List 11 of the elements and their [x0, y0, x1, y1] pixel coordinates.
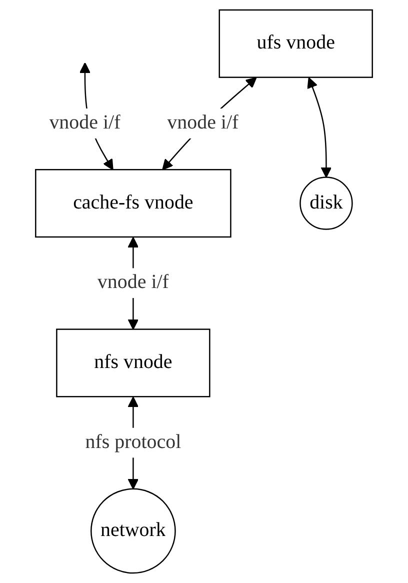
- arrow: [162, 77, 257, 170]
- arrow: [307, 77, 332, 178]
- edge-label: nfs protocol: [85, 432, 182, 453]
- node-box: cache-fs vnode: [35, 169, 232, 238]
- edge-label: vnode i/f: [97, 272, 169, 294]
- node-box: ufs vnode: [218, 9, 373, 78]
- edge-label: vnode i/f: [167, 112, 239, 134]
- node-circle: disk: [300, 176, 353, 230]
- node-box: nfs vnode: [56, 328, 210, 398]
- edge-label: vnode i/f: [49, 112, 121, 134]
- node-circle: network: [90, 488, 176, 574]
